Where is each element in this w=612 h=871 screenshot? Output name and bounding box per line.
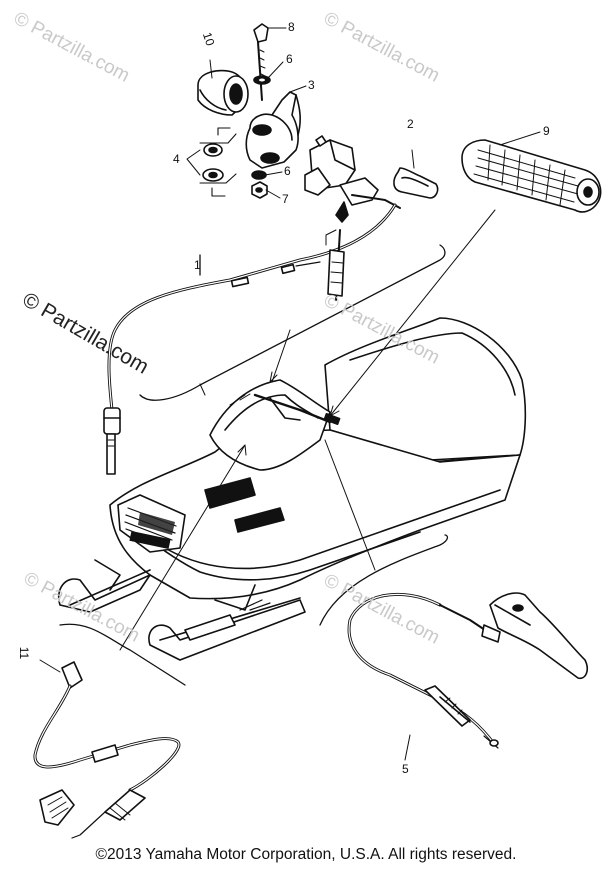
part-11-switch-cable (33, 661, 181, 839)
leader-lines (39, 27, 541, 761)
copyright-notice: ©2013 Yamaha Motor Corporation, U.S.A. A… (95, 846, 517, 863)
part-4-grommets (199, 127, 237, 197)
windshield (209, 379, 331, 471)
snowmobile-illustration (58, 317, 527, 661)
callout-6-lower: 6 (284, 164, 291, 178)
callout-9: 9 (543, 124, 550, 138)
part-5-bolt (253, 23, 269, 101)
callout-7: 7 (282, 192, 289, 206)
side-vent (204, 477, 256, 509)
throttle-tube-piece (327, 229, 345, 301)
seat (324, 317, 527, 461)
part-2-clip (393, 167, 439, 199)
callout-3: 3 (308, 78, 315, 92)
brake-lever (489, 592, 588, 680)
ski-left (58, 574, 151, 613)
part-9-grip (461, 139, 602, 213)
callout-5: 8 (288, 20, 295, 34)
part-10-bushing (197, 69, 249, 116)
callout-4: 4 (173, 152, 180, 166)
callout-2: 2 (407, 117, 414, 131)
part-6-washer (253, 75, 271, 85)
part-7-nut (251, 181, 268, 199)
handlebar (253, 393, 332, 424)
callout-11: 11 (17, 646, 32, 660)
callout-8: 5 (402, 762, 409, 776)
ski-right (148, 599, 306, 661)
part-8-brake-cable (347, 592, 501, 749)
part-3-bracket (245, 91, 301, 169)
callout-1: 1 (194, 258, 201, 272)
callout-6: 6 (286, 52, 293, 66)
part-1-throttle-cable (103, 203, 397, 475)
part-6-washer-lower (251, 170, 267, 180)
throttle-housing (304, 135, 401, 223)
